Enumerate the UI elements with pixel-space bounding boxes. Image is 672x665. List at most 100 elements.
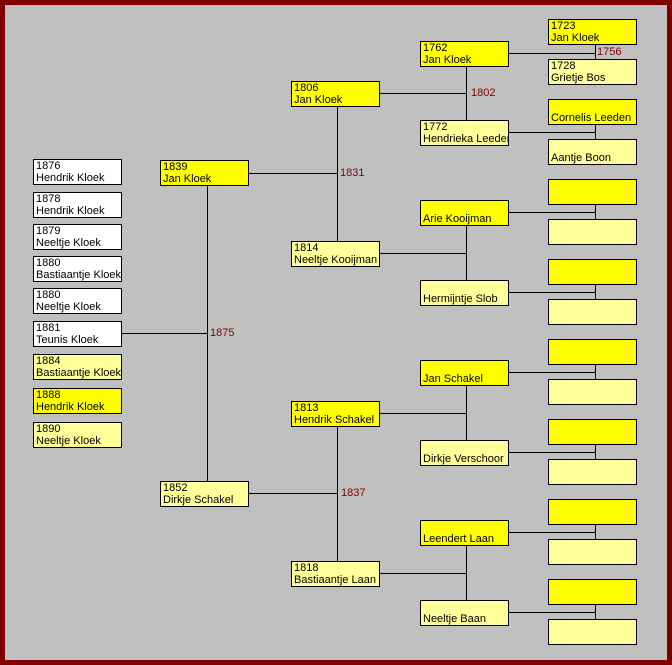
great-grandfather-box[interactable]: Leendert Laan [420,520,509,546]
person-year: 1839 [163,161,188,173]
person-year [551,220,636,232]
person-year: 1884 [36,355,61,367]
connector-line [508,132,595,133]
ancestor-female-box[interactable] [548,219,637,245]
great-grandmother-box[interactable]: Neeltje Baan [420,600,509,626]
person-name: Jan Kloek [163,173,212,185]
person-year [551,180,636,192]
person-name [551,632,636,644]
person-name: Hendrik Schakel [294,414,375,426]
person-year: 1880 [36,257,61,269]
person-name [551,272,636,284]
person-name [551,392,636,404]
connector-line [249,173,337,174]
ancestor-female-box[interactable] [548,459,637,485]
person-year [423,521,508,533]
person-name: Neeltje Kloek [36,301,101,313]
great-grandmother-box[interactable]: Dirkje Verschoor [420,440,509,466]
person-name: Bastiaantje Laan [294,574,376,586]
person-name: Neeltje Kloek [36,435,101,447]
person-name: Neeltje Kloek [36,237,101,249]
person-year [551,140,636,152]
person-year [551,380,636,392]
person-year [551,540,636,552]
marriage-year: 1875 [210,327,235,339]
person-year: 1806 [294,82,319,94]
ancestor-female-box[interactable] [548,619,637,645]
ancestor-male-box[interactable]: Cornelis Leeden [548,99,637,125]
person-name: Hendrik Kloek [36,205,105,217]
connector-line [508,53,595,54]
person-name [551,592,636,604]
person-name: Dirkje Verschoor [423,453,504,465]
connector-line [595,204,596,219]
person-year [551,340,636,352]
connector-line [508,612,595,613]
ancestor-female-box[interactable]: Aantje Boon [548,139,637,165]
connector-line [595,604,596,619]
connector-line [249,493,337,494]
ancestor-female-box[interactable] [548,379,637,405]
connector-line [337,106,338,241]
person-year: 1890 [36,423,61,435]
ancestor-female-box[interactable] [548,539,637,565]
great-grandmother-box[interactable]: Hermijntje Slob [420,280,509,306]
great-grandfather-box[interactable]: Jan Schakel [420,360,509,386]
person-name [551,312,636,324]
ancestor-male-box[interactable] [548,419,637,445]
person-year [551,260,636,272]
person-year [551,460,636,472]
person-year [423,281,508,293]
ancestor-male-box[interactable] [548,179,637,205]
ancestor-male-box[interactable] [548,259,637,285]
ancestor-female-box[interactable] [548,299,637,325]
person-year [551,420,636,432]
connector-line [595,364,596,379]
person-year: 1814 [294,242,319,254]
person-name: Jan Kloek [294,94,343,106]
person-year: 1879 [36,225,61,237]
person-year: 1818 [294,562,319,574]
connector-line [466,545,467,600]
person-year: 1878 [36,193,61,205]
marriage-year: 1831 [340,167,365,179]
ancestor-male-box[interactable] [548,499,637,525]
person-year [423,601,508,613]
person-name [551,512,636,524]
connector-line [380,573,466,574]
ancestor-male-box[interactable] [548,339,637,365]
connector-line [380,253,466,254]
person-year [423,361,508,373]
person-year: 1762 [423,42,448,54]
person-name: Hendrieka Leeden [423,133,509,145]
marriage-year: 1756 [597,46,622,58]
great-grandfather-box[interactable]: Arie Kooijman [420,200,509,226]
person-name: Hendrik Kloek [36,172,105,184]
ancestor-male-box[interactable] [548,579,637,605]
connector-line [508,532,595,533]
connector-line [595,524,596,539]
person-name: Cornelis Leeden [551,112,632,124]
connector-line [595,444,596,459]
person-year: 1880 [36,289,61,301]
